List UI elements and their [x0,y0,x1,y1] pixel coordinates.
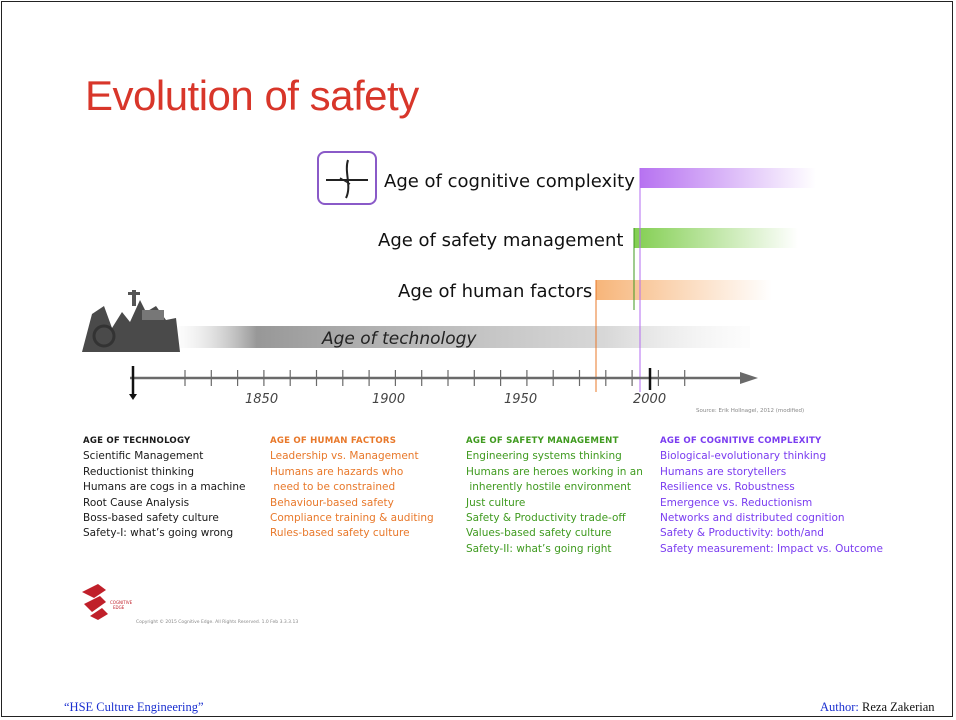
slide-title: Evolution of safety [85,72,419,119]
footer-author: Author: Reza Zakerian [820,700,935,715]
list-item: Reductionist thinking [83,465,194,478]
steam-engine-illustration [82,290,180,352]
list-item: Humans are storytellers [660,465,787,478]
list-item: Resilience vs. Robustness [660,481,795,494]
tick-label-1950: 1950 [504,392,537,407]
bar-human-factors [596,280,772,300]
column-technology: AGE OF TECHNOLOGY Scientific Management … [83,434,245,542]
list-item: Values-based safety culture [466,527,612,540]
age-label-human-factors: Age of human factors [398,281,592,302]
list-item: Engineering systems thinking [466,450,622,463]
list-item: Scientific Management [83,450,204,463]
list-item: Humans are cogs in a machine [83,481,246,494]
list-item: Root Cause Analysis [83,496,190,509]
list-item: Boss-based safety culture [83,512,219,525]
list-item: need to be constrained [270,481,396,494]
logo-text-1: COGNITIVE [110,600,133,605]
footer-title: “HSE Culture Engineering” [64,700,204,714]
list-item: Behaviour-based safety [270,496,394,509]
list-item: Leadership vs. Management [270,450,419,463]
column-heading: AGE OF COGNITIVE COMPLEXITY [660,436,822,446]
network-icon [317,151,377,205]
list-item: Safety & Productivity: both/and [660,527,824,540]
list-item: Safety measurement: Impact vs. Outcome [660,542,883,555]
age-label-safety-mgmt: Age of safety management [378,230,623,251]
bar-safety-management [634,228,798,248]
bar-cognitive-complexity [640,168,816,188]
column-safety-management: AGE OF SAFETY MANAGEMENT Engineering sys… [466,434,643,557]
column-heading: AGE OF HUMAN FACTORS [270,436,397,446]
logo-text-2: EDGE [113,605,125,610]
list-item: Safety-I: what’s going wrong [83,527,234,540]
cognitive-edge-logo: COGNITIVE EDGE [82,584,133,620]
tick-label-1850: 1850 [245,392,278,407]
author-label: Author: [820,700,859,714]
list-item: Biological-evolutionary thinking [660,450,827,463]
column-heading: AGE OF SAFETY MANAGEMENT [466,436,619,446]
column-heading: AGE OF TECHNOLOGY [83,436,191,446]
list-item: Safety & Productivity trade-off [466,512,626,525]
tick-label-2000: 2000 [633,392,666,407]
list-item: inherently hostile environment [466,481,631,494]
age-label-cognitive: Age of cognitive complexity [384,171,635,192]
copyright-text: Copyright © 2015 Cognitive Edge. All Rig… [136,620,299,625]
list-item: Just culture [466,496,526,509]
age-label-technology: Age of technology [321,329,477,349]
list-item: Humans are heroes working in an [466,465,643,478]
list-item: Humans are hazards who [270,465,404,478]
timeline-ticks [184,370,686,386]
list-item: Emergence vs. Reductionism [660,496,813,509]
list-item: Safety-II: what’s going right [466,542,612,555]
author-name: Reza Zakerian [862,700,935,714]
list-item: Networks and distributed cognition [660,512,845,525]
list-item: Compliance training & auditing [270,512,434,525]
list-item: Rules-based safety culture [270,527,410,540]
column-cognitive-complexity: AGE OF COGNITIVE COMPLEXITY Biological-e… [660,434,883,557]
tick-label-1900: 1900 [372,392,405,407]
bar-technology [170,326,750,348]
timeline-arrowhead [740,372,758,384]
column-human-factors: AGE OF HUMAN FACTORS Leadership vs. Mana… [270,434,434,542]
source-note: Source: Erik Hollnagel, 2012 (modified) [696,408,804,414]
